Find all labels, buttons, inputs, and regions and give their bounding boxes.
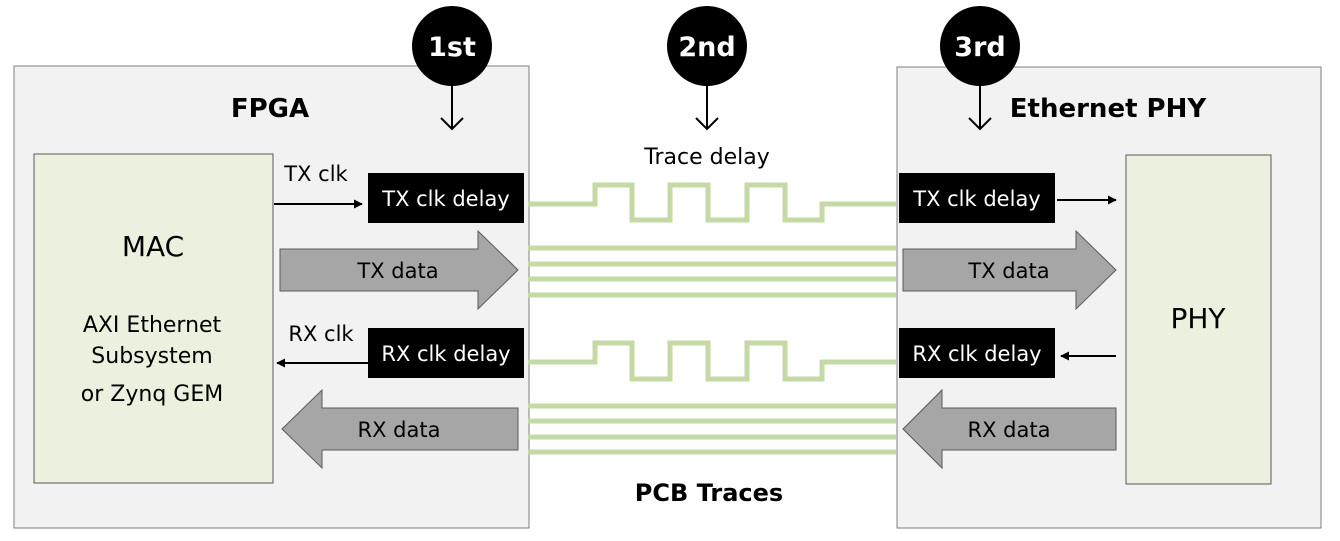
marker-1st-circle	[412, 6, 492, 86]
marker-1st-label: 1st	[428, 32, 476, 63]
marker-2nd: 2nd	[667, 6, 747, 131]
fpga-rx-data-arrow	[281, 388, 519, 470]
phy-tx-data-label: TX data	[967, 259, 1049, 283]
rx-clk-trace	[528, 340, 896, 382]
phy-label: PHY	[1170, 302, 1226, 335]
phy-rx-data-arrow	[902, 388, 1117, 470]
fpga-tx-data-label: TX data	[356, 259, 438, 283]
fpga-title: FPGA	[231, 94, 309, 124]
fpga-rx-data-label: RX data	[358, 418, 441, 442]
phy-rx-data-label: RX data	[968, 418, 1051, 442]
marker-3rd-arrow-head	[968, 117, 992, 131]
fpga-rx-clk-delay-box	[368, 328, 524, 378]
marker-3rd-circle	[940, 6, 1020, 86]
mac-line-1: AXI Ethernet	[83, 313, 222, 338]
phy-tx-clk-delay-box	[899, 173, 1055, 223]
marker-2nd-circle	[667, 6, 747, 86]
fpga-rx-clk-label: RX clk	[288, 322, 354, 346]
fpga-tx-data-arrow	[279, 229, 519, 311]
phy-block	[1125, 154, 1272, 485]
fpga-tx-clk-label: TX clk	[283, 162, 348, 186]
phy-rx-clk-delay-box	[899, 328, 1055, 378]
pcb-traces	[528, 182, 896, 455]
phy-tx-data-arrow	[902, 229, 1117, 311]
fpga-tx-clk-delay-box	[368, 173, 524, 223]
marker-2nd-label: 2nd	[678, 32, 735, 63]
marker-1st: 1st	[412, 6, 492, 131]
trace-delay-label: Trace delay	[643, 145, 769, 170]
mac-block	[33, 153, 274, 484]
marker-1st-arrow-head	[440, 117, 464, 131]
mac-line-2: Subsystem	[91, 344, 212, 369]
pcb-traces-label: PCB Traces	[635, 479, 783, 507]
mac-title: MAC	[122, 230, 184, 263]
marker-3rd: 3rd	[940, 6, 1020, 131]
phy-rx-clk-delay-label: RX clk delay	[912, 342, 1041, 366]
marker-3rd-label: 3rd	[954, 32, 1005, 63]
mac-line-3: or Zynq GEM	[81, 382, 223, 407]
ethernet-phy-title: Ethernet PHY	[1010, 94, 1208, 124]
fpga-tx-clk-delay-label: TX clk delay	[381, 187, 510, 211]
marker-2nd-arrow-head	[695, 117, 719, 131]
tx-clk-trace	[528, 182, 896, 223]
phy-tx-clk-delay-label: TX clk delay	[912, 187, 1041, 211]
fpga-rx-clk-delay-label: RX clk delay	[381, 342, 510, 366]
